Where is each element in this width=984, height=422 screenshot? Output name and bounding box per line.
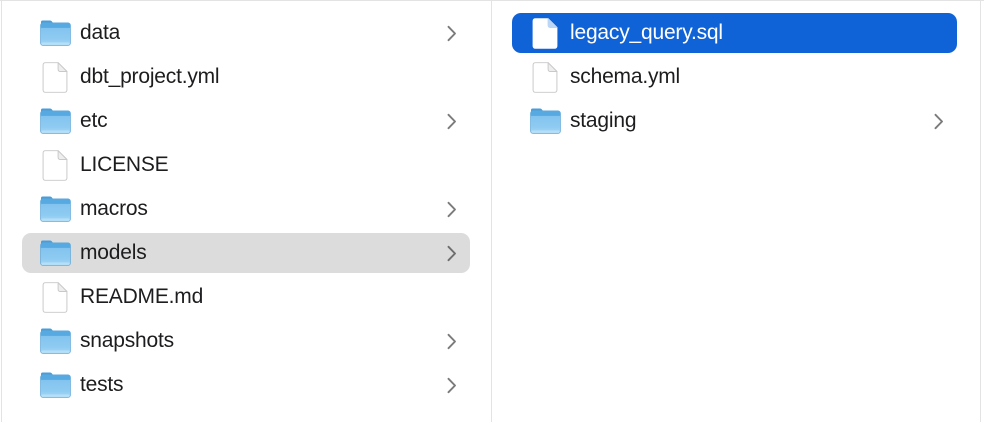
chevron-right-icon [439, 377, 457, 394]
folder-icon [38, 16, 72, 50]
folder-icon [38, 104, 72, 138]
chevron-right-icon [439, 113, 457, 130]
file-row[interactable]: macros [2, 187, 491, 231]
chevron-right-icon [439, 245, 457, 262]
file-icon [38, 280, 72, 314]
file-row[interactable]: tests [2, 363, 491, 407]
chevron-right-icon [439, 333, 457, 350]
file-row[interactable]: models [2, 231, 491, 275]
file-row[interactable]: LICENSE [2, 143, 491, 187]
chevron-right-icon [926, 113, 944, 130]
file-row[interactable]: etc [2, 99, 491, 143]
file-label: snapshots [80, 329, 174, 352]
folder-icon [38, 324, 72, 358]
file-row[interactable]: staging [492, 99, 980, 143]
file-row[interactable]: snapshots [2, 319, 491, 363]
file-row[interactable]: schema.yml [492, 55, 980, 99]
left-column-divider [1, 0, 2, 422]
file-label: LICENSE [80, 153, 169, 176]
file-label: dbt_project.yml [80, 65, 220, 88]
top-divider [0, 0, 984, 1]
file-label: staging [570, 109, 637, 132]
chevron-right-icon [439, 25, 457, 42]
chevron-right-icon [439, 201, 457, 218]
file-label: tests [80, 373, 124, 396]
folder-icon [38, 192, 72, 226]
file-row[interactable]: dbt_project.yml [2, 55, 491, 99]
folder-icon [38, 368, 72, 402]
file-label: README.md [80, 285, 204, 308]
file-row[interactable]: data [2, 11, 491, 55]
finder-column-contents: legacy_query.sql schema.yml staging [492, 0, 980, 422]
folder-icon [528, 104, 562, 138]
file-label: data [80, 21, 121, 44]
file-label: macros [80, 197, 148, 220]
file-label: schema.yml [570, 65, 681, 88]
right-column-divider [980, 0, 981, 422]
file-icon [528, 16, 562, 50]
column-divider [491, 0, 492, 422]
file-icon [38, 60, 72, 94]
finder-column-parent: data dbt_project.yml etc LICENSE [2, 0, 491, 422]
folder-icon [38, 236, 72, 270]
file-label: models [80, 241, 147, 264]
file-row[interactable]: legacy_query.sql [492, 11, 980, 55]
file-icon [38, 148, 72, 182]
file-label: etc [80, 109, 108, 132]
file-icon [528, 60, 562, 94]
file-row[interactable]: README.md [2, 275, 491, 319]
file-label: legacy_query.sql [570, 21, 723, 44]
